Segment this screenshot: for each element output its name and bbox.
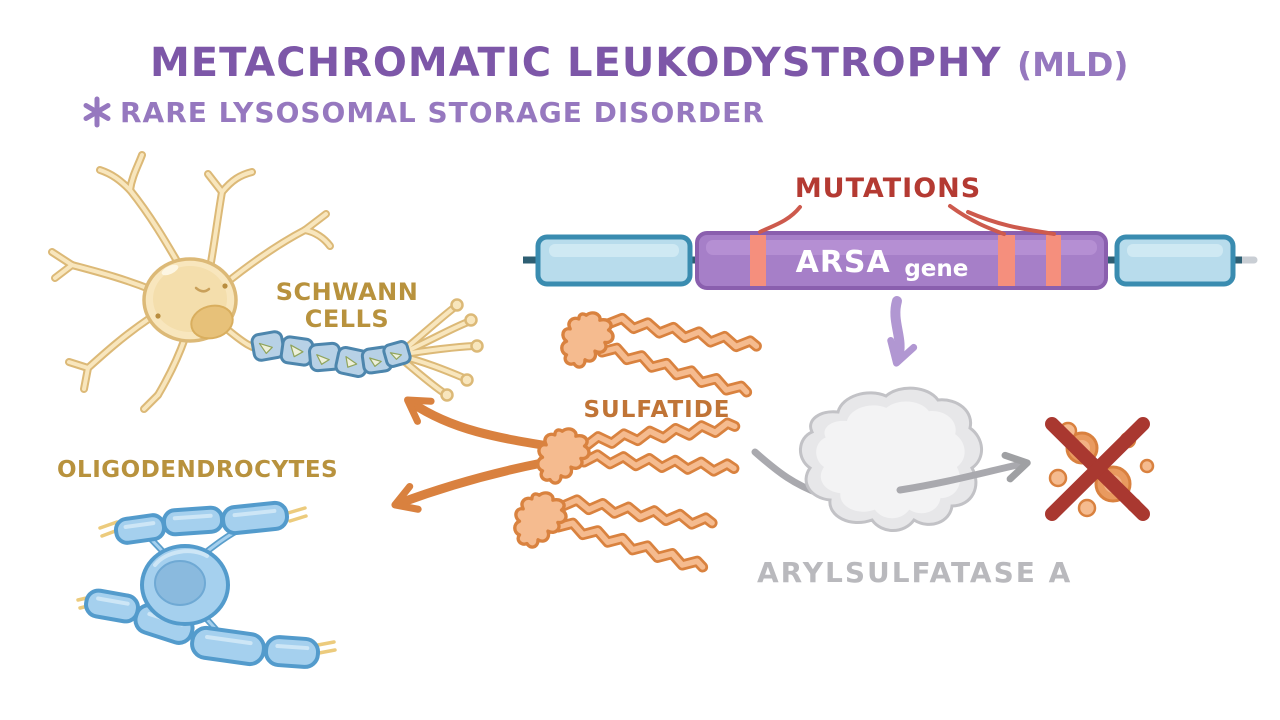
sulfatide-head <box>560 311 615 369</box>
arsa-gene-bar-border <box>695 231 1108 290</box>
gene-segment-left-highlight <box>549 244 679 257</box>
oligodendrocyte-nucleus <box>154 560 206 606</box>
gene-to-enzyme-arrow <box>887 296 918 367</box>
mutation-stripe-3 <box>1046 235 1061 286</box>
sulfatide-molecule-2 <box>536 422 735 485</box>
oligodendrocyte-cell-body <box>140 544 230 626</box>
sulfatide-head <box>536 427 591 485</box>
oligodendrocyte-illustration <box>76 500 337 669</box>
asterisk-icon <box>83 96 111 128</box>
schwann-cells-label: SCHWANN CELLS <box>276 278 419 333</box>
sulfatide-to-oligodendrocyte-arrow <box>391 458 547 513</box>
mutations-label: MUTATIONS <box>795 173 981 204</box>
enzyme-to-product-arrow <box>896 451 1031 494</box>
sulfatide-to-schwann-arrow <box>404 396 560 452</box>
gene-segment-right-highlight <box>1127 244 1223 257</box>
page-title-main: METACHROMATIC LEUKODYSTROPHY <box>150 40 1001 86</box>
page-title: METACHROMATIC LEUKODYSTROPHY (MLD) <box>150 40 1128 86</box>
page-subtitle: RARE LYSOSOMAL STORAGE DISORDER <box>120 96 765 129</box>
sulfatide-molecule-1 <box>560 311 757 396</box>
sulfatide-molecule-3 <box>513 491 713 571</box>
oligodendrocytes-label: OLIGODENDROCYTES <box>57 457 338 483</box>
mutation-pointer-right-2 <box>966 210 1056 236</box>
mutation-pointer-right-1 <box>948 204 1006 236</box>
arsa-gene-word: gene <box>904 256 968 282</box>
arylsulfatase-a-label: ARYLSULFATASE A <box>757 556 1072 589</box>
blocked-degradation <box>1045 417 1155 521</box>
arsa-gene-label: ARSA gene <box>796 245 969 282</box>
mutation-stripe-1 <box>750 235 766 286</box>
terminal-boutons <box>440 298 484 402</box>
schwann-label-line1: SCHWANN <box>276 278 419 306</box>
sulfatide-molecules <box>513 311 757 571</box>
sulfatide-label: SULFATIDE <box>583 397 730 423</box>
page-title-abbr: (MLD) <box>1017 45 1128 84</box>
sulfatide-head <box>513 491 568 549</box>
arsa-gene-name: ARSA <box>796 245 891 280</box>
arsa-gene-diagram: ARSA gene MUTATIONS <box>523 173 1258 290</box>
neuron-soma <box>142 257 238 343</box>
neuron-nucleus <box>190 304 234 340</box>
mutation-pointer-left <box>758 205 802 234</box>
neuron-illustration <box>48 151 484 413</box>
mutation-stripe-2 <box>998 235 1015 286</box>
arylsulfatase-a-enzyme <box>798 386 984 532</box>
axon-terminals <box>394 298 484 402</box>
blocked-x-icon <box>1045 417 1150 521</box>
schwann-label-line2: CELLS <box>305 305 389 333</box>
schwann-cell-myelin-sheath <box>250 330 412 379</box>
